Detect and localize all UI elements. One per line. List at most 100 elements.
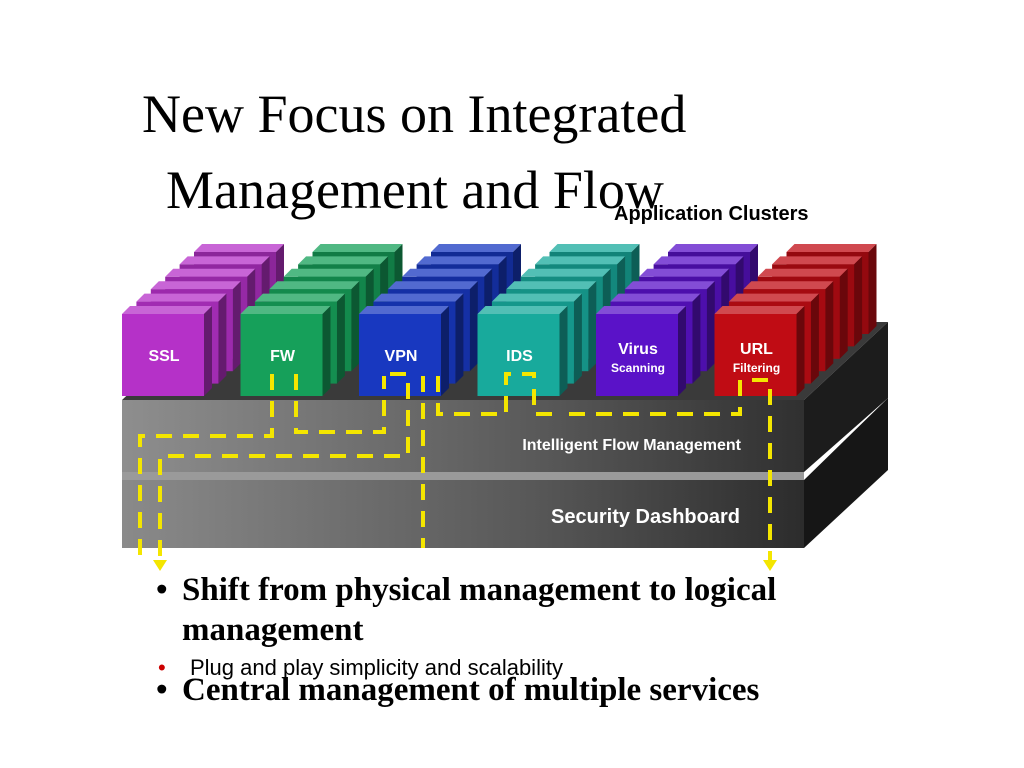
cube-side: [678, 306, 686, 396]
cube-top: [283, 268, 374, 277]
cube-face: [596, 314, 678, 396]
cube-top: [240, 306, 331, 314]
cube-side: [706, 281, 715, 372]
cube-side: [336, 293, 345, 384]
cluster-sublabel-url: Filtering: [733, 361, 780, 375]
cube-top: [549, 244, 640, 252]
cube-side: [854, 256, 863, 347]
arrowhead-left: [153, 560, 167, 571]
cluster-vpn: VPN: [359, 244, 521, 396]
cluster-label-fw: FW: [270, 348, 296, 365]
cube-face: [359, 314, 441, 396]
cube-side: [469, 281, 478, 372]
title-line-2: Management and Flow: [166, 160, 664, 220]
cube-top: [136, 293, 227, 302]
cluster-label-ids: IDS: [506, 348, 533, 365]
cube-top: [491, 293, 582, 302]
bullet-1-marker: •: [156, 572, 168, 608]
cluster-label-url: URL: [740, 341, 773, 358]
cluster-ssl: SSL: [122, 244, 284, 396]
cube-top: [254, 293, 345, 302]
cube-top: [653, 256, 744, 265]
cube-top: [165, 268, 256, 277]
cube-side: [204, 306, 212, 396]
cube-top: [431, 244, 521, 252]
bullet-2-marker: •: [156, 672, 168, 708]
cube-top: [194, 244, 284, 252]
cube-side: [692, 293, 701, 384]
cube-top: [786, 244, 877, 252]
cube-top: [772, 256, 863, 265]
cube-top: [520, 268, 611, 277]
cube-side: [218, 293, 227, 384]
cluster-sublabel-virus: Scanning: [611, 361, 665, 375]
cluster-label-virus: Virus: [618, 341, 658, 358]
cube-face: [477, 314, 560, 396]
connector-vpn-loop: [158, 372, 410, 560]
bullet-2: • Central management of multiple service…: [156, 670, 942, 710]
cube-top: [477, 306, 568, 314]
cube-top: [639, 268, 730, 277]
title-line-1: New Focus on Integrated: [142, 84, 687, 144]
cube-side: [868, 244, 877, 334]
cube-top: [373, 293, 464, 302]
cube-top: [757, 268, 848, 277]
sub-bullet-marker: •: [158, 655, 166, 680]
cube-face: [714, 314, 797, 396]
cube-top: [728, 293, 819, 302]
arrowhead-right: [763, 560, 777, 571]
cube-top: [312, 244, 403, 252]
connector-ids-left: [436, 372, 560, 416]
cube-side: [825, 281, 834, 372]
cube-top: [150, 281, 241, 290]
cube-side: [441, 306, 449, 396]
cube-top: [179, 256, 270, 265]
cube-top: [506, 281, 597, 290]
flow-layer-label: Intelligent Flow Management: [522, 437, 741, 454]
sub-bullet-text: Plug and play simplicity and scalability: [190, 655, 563, 680]
cube-face: [122, 314, 204, 396]
connector-url-down: [752, 378, 772, 560]
bullet-2-text: Central management of multiple services: [182, 672, 760, 708]
cube-top: [596, 306, 686, 314]
application-clusters-label: Application Clusters: [614, 203, 809, 225]
platform-side-bottom: [804, 398, 888, 548]
cube-side: [351, 281, 360, 372]
platform-side-top: [804, 322, 888, 472]
cube-side: [810, 293, 819, 384]
bullet-1: • Shift from physical management to logi…: [156, 570, 942, 650]
connector-url: [560, 380, 742, 416]
cube-side: [839, 268, 848, 359]
cube-side: [796, 306, 805, 396]
cube-top: [122, 306, 212, 314]
cube-top: [714, 306, 805, 314]
connector-fw-left: [138, 374, 274, 560]
connector-fw-right: [294, 374, 386, 434]
cube-top: [387, 281, 478, 290]
cube-side: [232, 281, 241, 372]
cube-top: [624, 281, 715, 290]
cluster-label-vpn: VPN: [385, 348, 418, 365]
dashboard-layer: [122, 480, 804, 548]
layer-divider: [122, 472, 804, 480]
cube-top: [359, 306, 449, 314]
cube-top: [269, 281, 360, 290]
cluster-url: URL Filtering: [714, 244, 877, 396]
cube-top: [535, 256, 626, 265]
flow-connectors: [138, 372, 772, 560]
cube-top: [402, 268, 493, 277]
cube-side: [455, 293, 464, 384]
cube-top: [416, 256, 507, 265]
cube-side: [588, 281, 597, 372]
cube-top: [668, 244, 758, 252]
cube-face: [240, 314, 323, 396]
cluster-label-ssl: SSL: [148, 348, 179, 365]
bullet-1-text: Shift from physical management to logica…: [182, 572, 777, 648]
sub-bullet: • Plug and play simplicity and scalabili…: [158, 655, 563, 680]
cube-top: [298, 256, 389, 265]
cube-side: [559, 306, 568, 396]
cube-top: [743, 281, 834, 290]
dashboard-layer-label: Security Dashboard: [551, 506, 740, 528]
